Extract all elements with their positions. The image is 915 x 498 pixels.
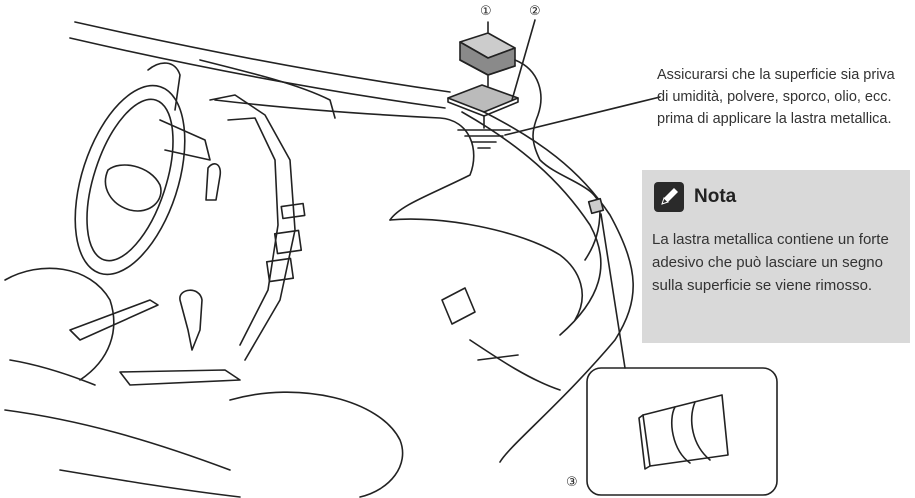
- floor-sweep-2: [59, 469, 241, 498]
- door-edge: [469, 339, 561, 391]
- passenger-seat: [229, 391, 404, 498]
- dashboard-face: [389, 218, 583, 321]
- vent-3: [265, 257, 295, 283]
- a-pillar-inner: [461, 111, 602, 336]
- leader-callout: [504, 96, 661, 136]
- steering-column: [159, 119, 211, 161]
- handbrake: [69, 299, 159, 341]
- label-clamp: ③: [566, 475, 578, 490]
- clamp-leader: [600, 213, 626, 369]
- nota-title: Nota: [694, 186, 737, 207]
- center-stack-outer: [209, 94, 296, 361]
- key-lever: [205, 163, 222, 201]
- ground-symbol: [457, 129, 511, 149]
- vent-1: [280, 202, 306, 220]
- leader-2: [511, 19, 536, 101]
- console-base: [119, 369, 241, 386]
- label-metal-plate: ②: [529, 4, 541, 19]
- roof-line: [74, 21, 451, 93]
- nota-box: Nota La lastra metallica contiene un for…: [642, 170, 910, 343]
- driver-seat: [4, 267, 115, 381]
- dashboard-top: [214, 99, 475, 221]
- antenna-base: [459, 59, 516, 76]
- a-pillar: [479, 109, 634, 463]
- mirror-stalk: [147, 62, 181, 111]
- detail-cable: [670, 401, 711, 464]
- roof-line-inner: [69, 37, 446, 109]
- shifter-knob: [179, 289, 203, 351]
- steering-wheel-inner: [86, 98, 174, 262]
- driver-seat-edge: [9, 359, 96, 386]
- floor-sweep: [4, 409, 231, 471]
- steering-wheel: [74, 84, 186, 276]
- glovebox: [441, 287, 476, 325]
- windshield-frame: [199, 59, 336, 119]
- cable-clamp: [587, 197, 605, 215]
- antenna-cable: [514, 59, 601, 261]
- vent-2: [273, 229, 303, 255]
- detail-inset: [586, 367, 778, 496]
- detail-clip-edge: [638, 414, 651, 470]
- nota-text: La lastra metallica contiene un forte ad…: [652, 231, 889, 294]
- steering-hub: [104, 164, 162, 212]
- pencil-icon: [654, 182, 684, 212]
- label-antenna: ①: [480, 4, 492, 19]
- surface-callout: Assicurarsi che la superficie sia priva …: [657, 67, 895, 127]
- detail-clip: [642, 394, 729, 467]
- floor-line: [477, 354, 519, 361]
- center-stack-inner: [227, 117, 279, 346]
- metal-plate: [447, 84, 519, 113]
- nota-header: Nota: [654, 180, 736, 214]
